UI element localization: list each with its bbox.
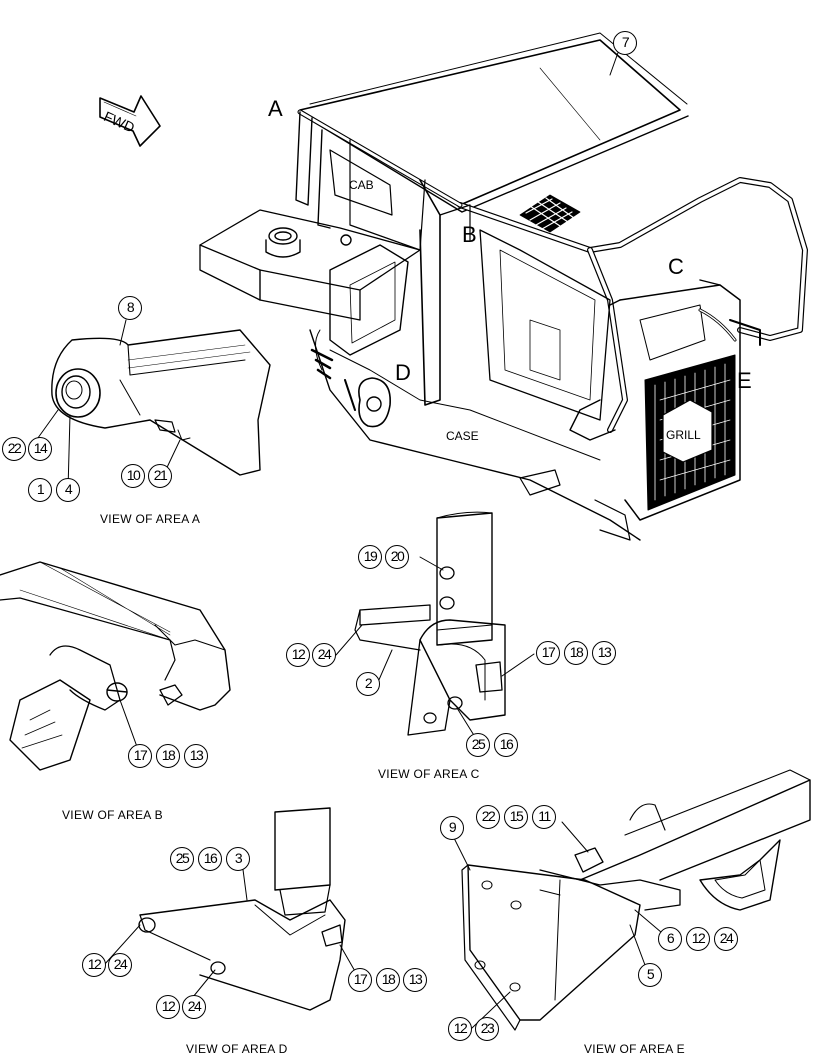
callout-17: 17	[348, 968, 372, 992]
area-letter-d: D	[395, 360, 411, 385]
callout-24: 24	[182, 995, 206, 1019]
area-letter-e: E	[737, 368, 752, 393]
callout-12: 12	[82, 953, 106, 977]
callout-9: 9	[440, 816, 464, 840]
callout-2: 2	[356, 672, 380, 696]
view-area-e-drawing	[461, 769, 811, 1031]
leader-lines	[29, 46, 669, 1029]
caption-area-d: VIEW OF AREA D	[186, 1042, 288, 1056]
grill-label: GRILL	[666, 428, 701, 442]
view-area-d-drawing	[138, 807, 346, 1011]
callout-20: 20	[385, 545, 409, 569]
callout-12: 12	[686, 927, 710, 951]
callout-13: 13	[403, 968, 427, 992]
callout-24: 24	[312, 643, 336, 667]
callout-21: 21	[148, 464, 172, 488]
callout-13: 13	[592, 641, 616, 665]
callout-5: 5	[638, 963, 662, 987]
fwd-arrow	[99, 95, 161, 147]
callout-3: 3	[226, 847, 250, 871]
callout-4: 4	[56, 478, 80, 502]
callout-13: 13	[184, 744, 208, 768]
view-area-b-drawing	[0, 561, 231, 771]
area-letter-c: C	[668, 254, 684, 279]
caption-area-e: VIEW OF AREA E	[584, 1042, 685, 1056]
callout-24: 24	[714, 927, 738, 951]
rops-frame	[457, 177, 808, 341]
callout-10: 10	[121, 464, 145, 488]
callout-22: 22	[476, 805, 500, 829]
callout-17: 17	[128, 744, 152, 768]
callout-23: 23	[475, 1017, 499, 1041]
callout-16: 16	[198, 847, 222, 871]
callout-25: 25	[170, 847, 194, 871]
callout-24: 24	[108, 953, 132, 977]
caption-area-a: VIEW OF AREA A	[100, 512, 201, 526]
callout-8: 8	[118, 296, 142, 320]
callout-25: 25	[466, 733, 490, 757]
caption-area-b: VIEW OF AREA B	[62, 808, 163, 822]
area-letter-a: A	[268, 96, 283, 121]
pin-washer	[55, 368, 101, 418]
view-area-c-drawing	[354, 511, 506, 736]
callout-15: 15	[504, 805, 528, 829]
callout-12: 12	[448, 1017, 472, 1041]
callout-19: 19	[358, 545, 382, 569]
roof-vent	[519, 194, 581, 233]
cab-label: CAB	[349, 178, 374, 192]
caption-area-c: VIEW OF AREA C	[378, 767, 480, 781]
callout-22: 22	[2, 437, 26, 461]
callout-6: 6	[658, 927, 682, 951]
callout-18: 18	[564, 641, 588, 665]
callout-11: 11	[532, 805, 556, 829]
view-area-a-drawing	[51, 329, 271, 476]
machine-drawing	[99, 32, 808, 541]
callout-14: 14	[28, 437, 52, 461]
callout-18: 18	[156, 744, 180, 768]
fuel-cap	[268, 227, 298, 245]
callout-7: 7	[613, 31, 637, 55]
callout-16: 16	[494, 733, 518, 757]
callout-12: 12	[286, 643, 310, 667]
callout-1: 1	[28, 478, 52, 502]
callout-12: 12	[156, 995, 180, 1019]
callout-17: 17	[536, 641, 560, 665]
area-letter-b: B	[462, 222, 477, 247]
case-label: CASE	[446, 429, 479, 443]
callout-18: 18	[376, 968, 400, 992]
